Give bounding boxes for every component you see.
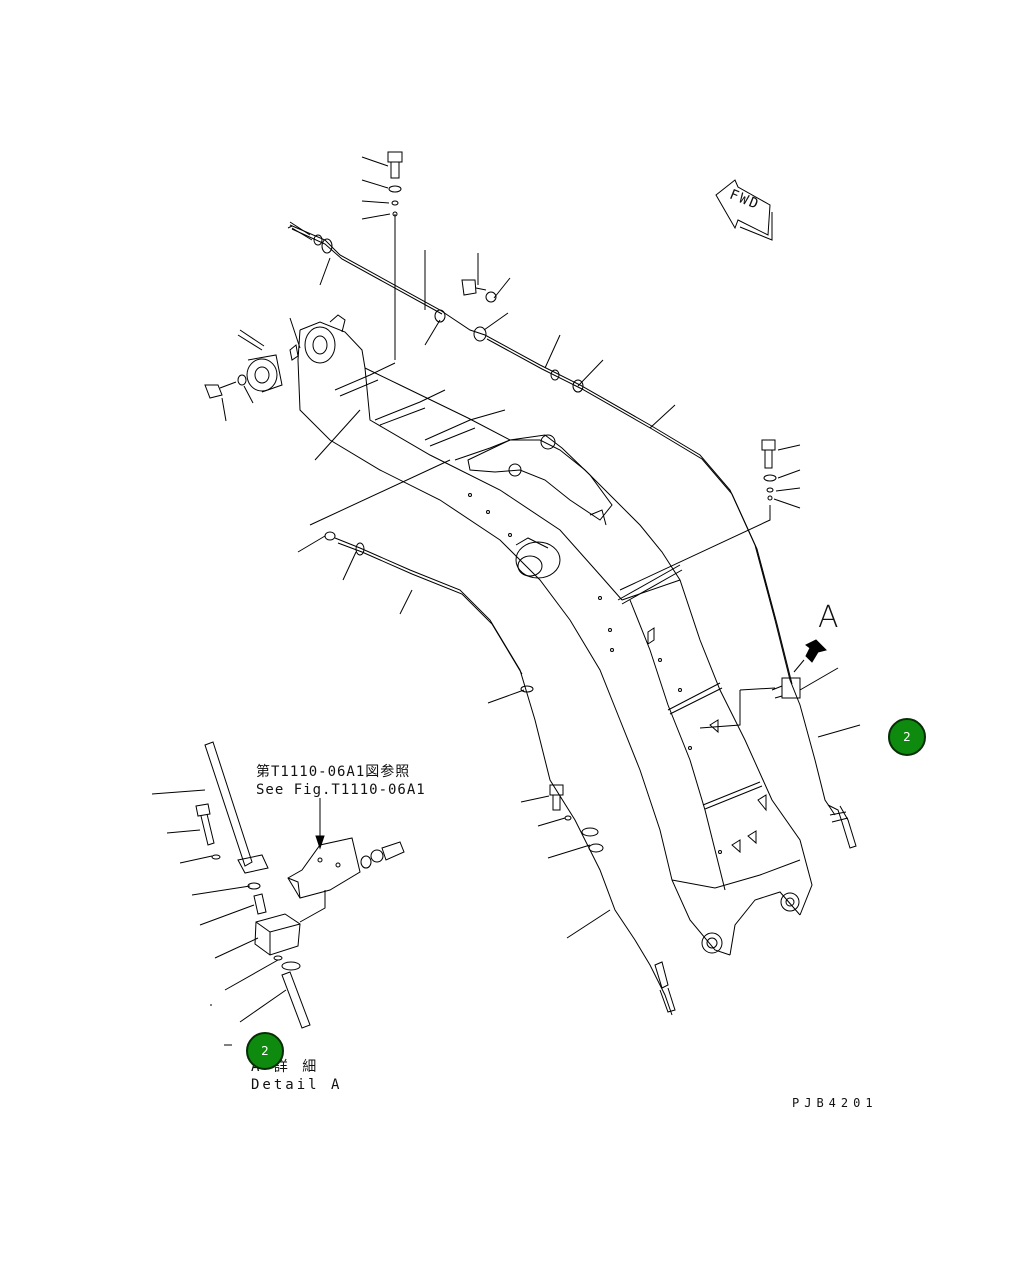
lower-pipe	[334, 537, 676, 1016]
reference-note: 第T1110-06A1図参照 See Fig.T1110-06A1	[256, 763, 426, 799]
detail-a-assembly	[151, 741, 405, 1046]
leader-lines	[221, 156, 861, 939]
upper-pipe	[289, 224, 857, 849]
reference-note-en: See Fig.T1110-06A1	[256, 782, 426, 798]
fwd-arrow	[715, 179, 773, 241]
callout-marker[interactable]: 2	[888, 718, 926, 756]
hardware	[204, 151, 777, 821]
view-a-arrow	[793, 639, 827, 673]
boom-arm	[246, 314, 813, 956]
detail-caption-en: Detail A	[251, 1077, 343, 1093]
view-a-label: A	[818, 600, 839, 635]
reference-note-jp: 第T1110-06A1図参照	[256, 764, 411, 780]
drawing-code: PJB4201	[792, 1096, 878, 1110]
callout-marker[interactable]: 2	[246, 1032, 284, 1070]
